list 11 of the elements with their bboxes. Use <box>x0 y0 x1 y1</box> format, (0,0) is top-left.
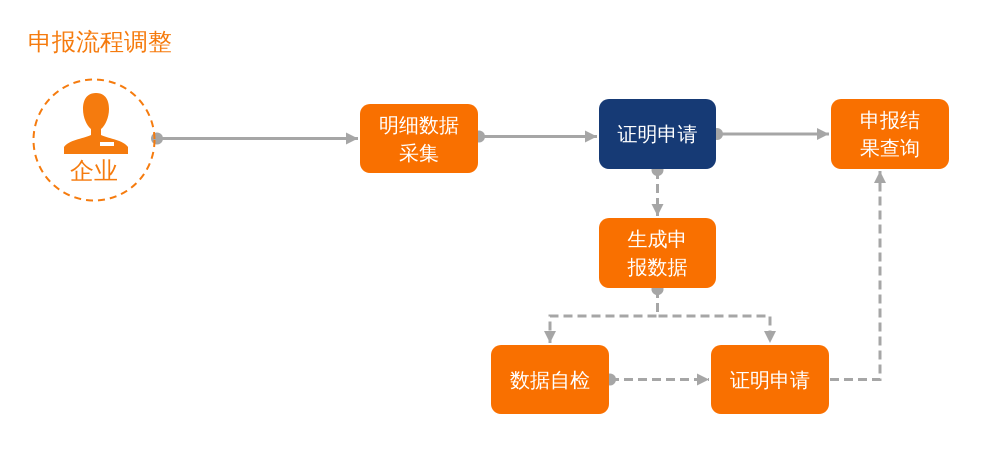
process-box: 数据自检 <box>491 345 609 414</box>
process-box: 申报结果查询 <box>831 99 949 169</box>
arrow <box>151 132 358 144</box>
node-label: 企业 <box>70 156 118 186</box>
process-box: 明细数据采集 <box>360 104 478 173</box>
process-box: 证明申请 <box>711 345 829 414</box>
arrow <box>830 171 886 381</box>
diagram-title: 申报流程调整 <box>28 30 172 54</box>
process-box: 证明申请 <box>599 99 716 169</box>
person-circle <box>32 78 156 202</box>
process-box: 生成申报数据 <box>599 218 716 288</box>
